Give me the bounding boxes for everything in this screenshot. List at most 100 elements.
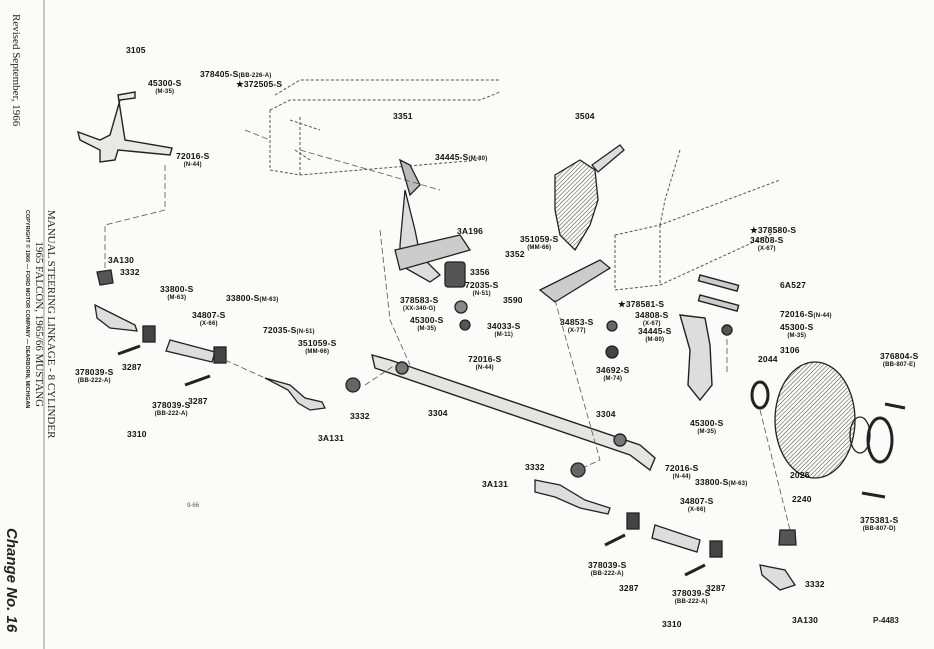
part-callout-3a130: 3A130 xyxy=(792,616,818,625)
part-number: 34808-S xyxy=(750,235,784,245)
part-spec-code: (MM-66) xyxy=(527,244,552,251)
part-callout-3a131: 3A131 xyxy=(318,434,344,443)
part-spec-code: (MM-66) xyxy=(305,348,330,355)
part-callout-33800s: 33800-S(M-63) xyxy=(695,478,747,487)
part-callout-3287: 3287 xyxy=(122,363,142,372)
part-number: 45300-S xyxy=(148,78,182,88)
part-spec-code: (BB-807-E) xyxy=(882,361,916,368)
part-callout-33800s: 33800-S(M-63) xyxy=(160,285,194,301)
part-callout-3304: 3304 xyxy=(428,409,448,418)
part-number: ★378581-S xyxy=(618,299,665,309)
part-callout-351059s: 351059-S(MM-66) xyxy=(520,235,558,251)
tie-rod-left xyxy=(264,377,361,411)
page-title: MANUAL STEERING LINKAGE - 8 CYLINDER 196… xyxy=(33,210,57,438)
part-callout-378039s: 378039-S(BB-222-A) xyxy=(672,589,710,605)
part-number: 33800-S xyxy=(695,477,729,487)
part-callout-3106: 3106 xyxy=(780,346,800,355)
part-spec-code: (M-35) xyxy=(697,428,717,435)
part-number: 72016-S xyxy=(665,463,699,473)
part-callout-72016s: 72016-S(N-44) xyxy=(665,464,699,480)
part-callout-2044: 2044 xyxy=(758,355,778,364)
part-callout-378405s: 378405-S(BB-226-A) xyxy=(200,70,271,79)
part-spec-code: (M-35) xyxy=(787,332,807,339)
part-spec-code: (BB-222-A) xyxy=(590,570,624,577)
part-number: 378039-S xyxy=(152,400,191,410)
page-title-line2: 1965 FALCON, 1965/66 MUSTANG xyxy=(33,241,45,408)
part-number: 3287 xyxy=(122,362,142,372)
part-callout-45300s: 45300-S(M-35) xyxy=(148,79,182,95)
part-callout-372505s: ★372505-S xyxy=(236,80,282,89)
part-number: 34808-S xyxy=(635,310,669,320)
part-callout-34808s: 34808-S(X-67) xyxy=(750,236,784,252)
part-spec-code: (N-44) xyxy=(475,364,494,371)
part-spec-code: (N-44) xyxy=(672,473,691,480)
part-number: 3352 xyxy=(505,249,525,259)
part-callout-3304: 3304 xyxy=(596,410,616,419)
part-number: 34033-S xyxy=(487,321,521,331)
part-number: 2044 xyxy=(758,354,778,364)
part-callout-34853s: 34853-S(X-77) xyxy=(560,318,594,334)
part-number: 45300-S xyxy=(690,418,724,428)
frame-rail-right xyxy=(614,149,781,291)
part-spec-code: (N-51) xyxy=(296,329,315,335)
part-callout-33800s: 33800-S(M-63) xyxy=(226,294,278,303)
part-callout-3310: 3310 xyxy=(662,620,682,629)
part-spec-code: (M-80) xyxy=(645,336,665,343)
part-number: 3106 xyxy=(780,345,800,355)
part-callout-72035s: 72035-S(N-51) xyxy=(465,281,499,297)
part-number: 34807-S xyxy=(680,496,714,506)
part-callout-378039s: 378039-S(BB-222-A) xyxy=(75,368,113,384)
part-number: 3A131 xyxy=(482,479,509,489)
part-callout-3a131: 3A131 xyxy=(482,480,508,489)
part-spec-code: (BB-222-A) xyxy=(77,377,111,384)
part-callout-3a130: 3A130 xyxy=(108,256,134,265)
part-spec-code: (BB-222-A) xyxy=(154,410,188,417)
part-number: 3287 xyxy=(706,583,726,593)
part-callout-3352: 3352 xyxy=(505,250,525,259)
part-callout-6a527: 6A527 xyxy=(780,281,806,290)
part-callout-2026: 2026 xyxy=(790,471,810,480)
center-link xyxy=(371,354,656,472)
part-callout-34033s: 34033-S(M-11) xyxy=(487,322,521,338)
part-callout-3332: 3332 xyxy=(805,580,825,589)
part-callout-34445s: 34445-S(M-80) xyxy=(435,153,487,162)
part-number: 351059-S xyxy=(298,338,337,348)
tie-rod-right xyxy=(534,462,611,515)
part-number: 351059-S xyxy=(520,234,559,244)
part-number: 34807-S xyxy=(192,310,226,320)
part-number: 3304 xyxy=(428,408,448,418)
part-callout-3590: 3590 xyxy=(503,296,523,305)
part-number: 3504 xyxy=(575,111,595,121)
part-number: 3304 xyxy=(596,409,616,419)
part-callout-3504: 3504 xyxy=(575,112,595,121)
part-number: 3332 xyxy=(120,267,140,277)
part-spec-code: (BB-226-A) xyxy=(238,73,272,79)
part-spec-code: (M-63) xyxy=(259,297,279,303)
part-number: 3A130 xyxy=(792,615,819,625)
adjusting-sleeve-left xyxy=(117,325,227,387)
part-spec-code: (X-67) xyxy=(757,245,776,252)
part-number: 3105 xyxy=(126,45,146,55)
part-callout-3332: 3332 xyxy=(525,463,545,472)
part-spec-code: (M-74) xyxy=(603,375,623,382)
part-spec-code: (N-51) xyxy=(472,290,491,297)
part-number: 6A527 xyxy=(780,280,807,290)
part-spec-code: (M-11) xyxy=(494,331,514,338)
part-spec-code: (X-66) xyxy=(687,506,706,513)
part-callout-378581s: ★378581-S xyxy=(618,300,664,309)
part-callout-3351: 3351 xyxy=(393,112,413,121)
part-spec-code: (M-63) xyxy=(728,481,748,487)
part-spec-code: (BB-807-D) xyxy=(862,525,896,532)
steering-gear xyxy=(538,144,625,359)
part-number: 378039-S xyxy=(588,560,627,570)
part-number: 3310 xyxy=(662,619,682,629)
part-callout-3287: 3287 xyxy=(706,584,726,593)
part-callout-3356: 3356 xyxy=(470,268,490,277)
part-callout-378039s: 378039-S(BB-222-A) xyxy=(152,401,190,417)
part-number: 3332 xyxy=(805,579,825,589)
part-number: 72016-S xyxy=(176,151,210,161)
part-number: 3287 xyxy=(619,583,639,593)
part-number: 2240 xyxy=(792,494,812,504)
part-number: 378405-S xyxy=(200,69,239,79)
